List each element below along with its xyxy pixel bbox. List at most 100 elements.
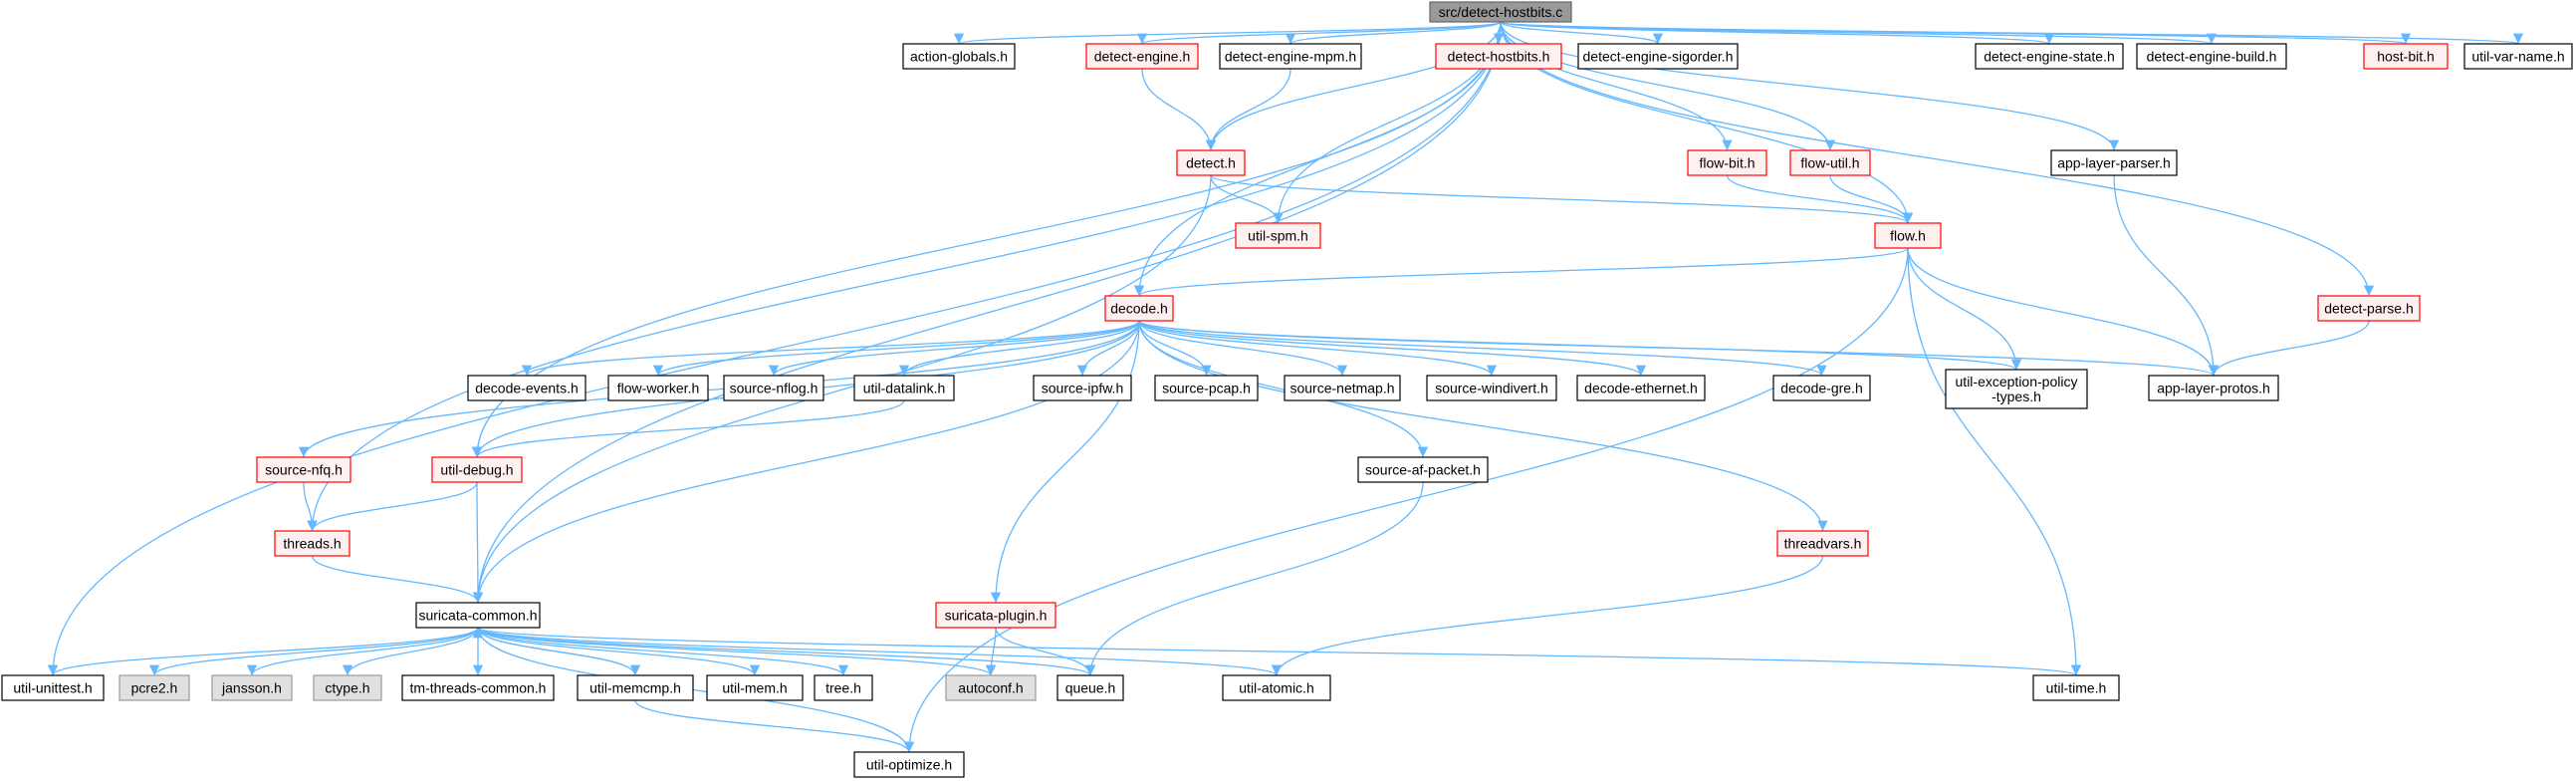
node-app-layer-protos[interactable]: app-layer-protos.h bbox=[2148, 375, 2279, 401]
node-util-memcmp[interactable]: util-memcmp.h bbox=[577, 674, 694, 701]
node-util-var-name[interactable]: util-var-name.h bbox=[2463, 43, 2573, 70]
node-threadvars[interactable]: threadvars.h bbox=[1776, 530, 1869, 557]
node-detect-engine-sigorder[interactable]: detect-engine-sigorder.h bbox=[1577, 43, 1739, 70]
node-pcre2[interactable]: pcre2.h bbox=[118, 674, 190, 701]
node-box-suricata-plugin bbox=[935, 602, 1056, 629]
node-tree[interactable]: tree.h bbox=[814, 674, 873, 701]
edge-suricata-common-to-queue bbox=[477, 627, 1095, 676]
node-util-time[interactable]: util-time.h bbox=[2032, 674, 2120, 701]
node-source-netmap[interactable]: source-netmap.h bbox=[1284, 375, 1401, 401]
edge-root-to-util-var-name bbox=[1500, 21, 2523, 45]
node-label-source-af-packet: source-af-packet.h bbox=[1365, 462, 1481, 478]
node-label-detect-engine: detect-engine.h bbox=[1094, 49, 1191, 65]
edge-suricata-plugin-to-autoconf bbox=[985, 627, 997, 676]
node-detect-engine-build[interactable]: detect-engine-build.h bbox=[2136, 43, 2287, 70]
node-util-mem[interactable]: util-mem.h bbox=[706, 674, 804, 701]
node-root[interactable]: src/detect-hostbits.c bbox=[1429, 1, 1572, 23]
node-queue[interactable]: queue.h bbox=[1056, 674, 1124, 701]
node-label-decode: decode.h bbox=[1110, 301, 1168, 317]
node-source-af-packet[interactable]: source-af-packet.h bbox=[1357, 456, 1489, 483]
edge-flow-to-decode bbox=[1134, 247, 1909, 297]
node-detect-engine-state[interactable]: detect-engine-state.h bbox=[1975, 43, 2124, 70]
edge-decode-to-app-layer-protos bbox=[1138, 320, 2219, 377]
node-label-detect-engine-sigorder: detect-engine-sigorder.h bbox=[1583, 49, 1734, 65]
node-label-util-spm: util-spm.h bbox=[1248, 228, 1308, 244]
node-util-unittest[interactable]: util-unittest.h bbox=[1, 674, 105, 701]
edge-suricata-common-to-pcre2 bbox=[148, 627, 479, 676]
node-jansson[interactable]: jansson.h bbox=[211, 674, 293, 701]
node-box-util-var-name bbox=[2463, 43, 2573, 70]
node-tm-threads-common[interactable]: tm-threads-common.h bbox=[401, 674, 555, 701]
node-util-spm[interactable]: util-spm.h bbox=[1235, 222, 1321, 249]
node-flow-util[interactable]: flow-util.h bbox=[1789, 149, 1871, 176]
edge-root-to-detect-parse bbox=[1500, 21, 2375, 297]
node-box-detect-engine-mpm bbox=[1219, 43, 1362, 70]
node-box-flow-bit bbox=[1687, 149, 1767, 176]
node-threads[interactable]: threads.h bbox=[274, 530, 351, 557]
node-util-exception-policy-types[interactable]: util-exception-policy-types.h bbox=[1945, 369, 2088, 409]
edge-decode-to-threadvars bbox=[1138, 320, 1828, 532]
node-util-atomic[interactable]: util-atomic.h bbox=[1222, 674, 1331, 701]
node-decode[interactable]: decode.h bbox=[1104, 295, 1174, 322]
node-host-bit[interactable]: host-bit.h bbox=[2363, 43, 2449, 70]
node-decode-ethernet[interactable]: decode-ethernet.h bbox=[1576, 375, 1706, 401]
edge-detect-to-suricata-common bbox=[472, 174, 1212, 604]
edge-threadvars-to-util-atomic bbox=[1271, 555, 1824, 676]
node-detect[interactable]: detect.h bbox=[1176, 149, 1246, 176]
node-box-pcre2 bbox=[118, 674, 190, 701]
node-decode-gre[interactable]: decode-gre.h bbox=[1772, 375, 1871, 401]
node-box-host-bit bbox=[2363, 43, 2449, 70]
node-source-ipfw[interactable]: source-ipfw.h bbox=[1033, 375, 1132, 401]
node-util-datalink[interactable]: util-datalink.h bbox=[853, 375, 955, 401]
edge-decode-to-source-netmap bbox=[1138, 320, 1348, 377]
node-box-flow bbox=[1874, 222, 1942, 249]
edge-suricata-plugin-to-queue bbox=[995, 627, 1096, 676]
node-box-util-time bbox=[2032, 674, 2120, 701]
edge-suricata-common-to-tree bbox=[477, 627, 849, 676]
node-label-util-exception-policy-types: util-exception-policy-types.h bbox=[1956, 374, 2078, 404]
edge-source-af-packet-to-queue bbox=[1084, 481, 1424, 676]
node-label-decode-gre: decode-gre.h bbox=[1780, 381, 1863, 396]
edge-root-to-detect bbox=[1205, 21, 1502, 151]
node-label-util-var-name: util-var-name.h bbox=[2471, 49, 2564, 65]
node-box-ctype bbox=[313, 674, 382, 701]
node-suricata-plugin[interactable]: suricata-plugin.h bbox=[935, 602, 1056, 629]
node-util-optimize[interactable]: util-optimize.h bbox=[853, 751, 965, 778]
node-box-root bbox=[1429, 1, 1572, 23]
node-app-layer-parser[interactable]: app-layer-parser.h bbox=[2050, 149, 2178, 176]
node-label-action-globals: action-globals.h bbox=[910, 49, 1008, 65]
node-flow-worker[interactable]: flow-worker.h bbox=[607, 375, 709, 401]
node-autoconf[interactable]: autoconf.h bbox=[945, 674, 1037, 701]
node-source-nfq[interactable]: source-nfq.h bbox=[256, 456, 351, 483]
edge-util-memcmp-to-util-optimize bbox=[634, 699, 915, 753]
node-box-util-exception-policy-types bbox=[1945, 369, 2088, 409]
node-util-debug[interactable]: util-debug.h bbox=[431, 456, 523, 483]
edge-detect-to-util-spm bbox=[1210, 174, 1284, 224]
node-source-nflog[interactable]: source-nflog.h bbox=[723, 375, 824, 401]
node-decode-events[interactable]: decode-events.h bbox=[467, 375, 586, 401]
node-detect-engine-mpm[interactable]: detect-engine-mpm.h bbox=[1219, 43, 1362, 70]
node-action-globals[interactable]: action-globals.h bbox=[902, 43, 1016, 70]
node-detect-hostbits[interactable]: detect-hostbits.h bbox=[1435, 43, 1562, 70]
node-label-util-atomic: util-atomic.h bbox=[1239, 680, 1313, 696]
node-flow[interactable]: flow.h bbox=[1874, 222, 1942, 249]
node-source-pcap[interactable]: source-pcap.h bbox=[1154, 375, 1259, 401]
node-ctype[interactable]: ctype.h bbox=[313, 674, 382, 701]
node-detect-parse[interactable]: detect-parse.h bbox=[2317, 295, 2421, 322]
node-flow-bit[interactable]: flow-bit.h bbox=[1687, 149, 1767, 176]
node-detect-engine[interactable]: detect-engine.h bbox=[1085, 43, 1199, 70]
node-source-windivert[interactable]: source-windivert.h bbox=[1426, 375, 1557, 401]
node-suricata-common[interactable]: suricata-common.h bbox=[415, 602, 541, 629]
edge-detect-engine-to-detect bbox=[1141, 68, 1217, 151]
edge-root-to-detect-engine bbox=[1137, 21, 1502, 45]
node-label-detect-parse: detect-parse.h bbox=[2324, 301, 2414, 317]
node-box-suricata-common bbox=[415, 602, 541, 629]
edge-decode-to-decode-ethernet bbox=[1138, 320, 1647, 377]
edge-root-to-util-unittest bbox=[47, 21, 1502, 676]
edge-suricata-common-to-util-atomic bbox=[477, 627, 1282, 676]
node-label-host-bit: host-bit.h bbox=[2377, 49, 2435, 65]
node-label-ctype: ctype.h bbox=[325, 680, 369, 696]
node-box-autoconf bbox=[945, 674, 1037, 701]
node-label-autoconf: autoconf.h bbox=[958, 680, 1023, 696]
node-box-jansson bbox=[211, 674, 293, 701]
